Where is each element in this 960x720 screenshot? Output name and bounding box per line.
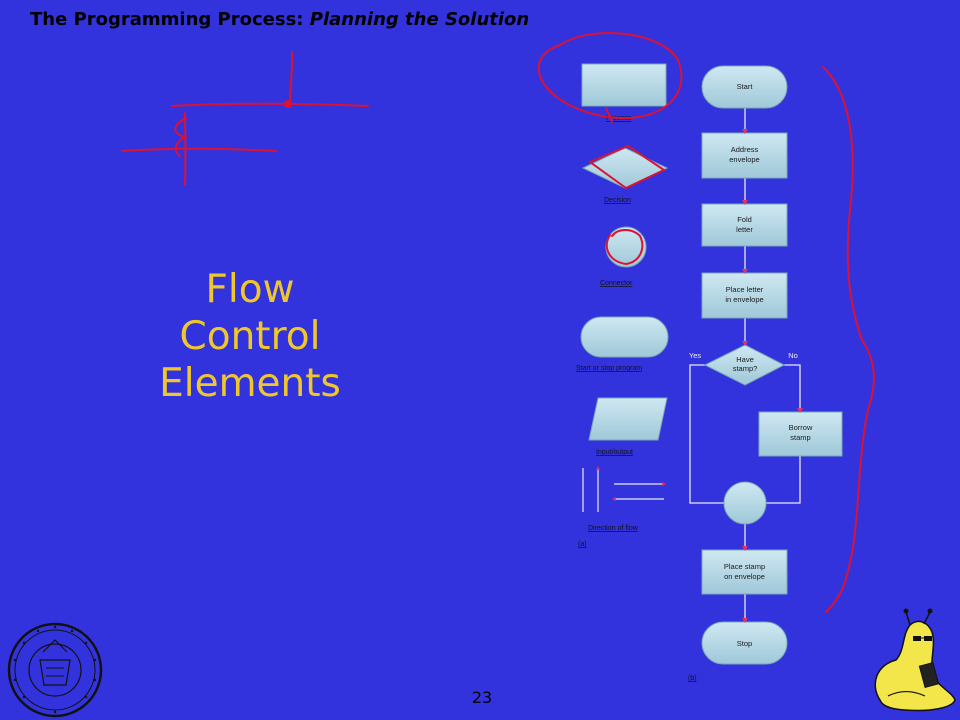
fc-place-letter: Place letter in envelope [701, 272, 788, 319]
heading-line-2: Control [179, 314, 321, 359]
fc-borrow-line-2: stamp [790, 433, 810, 442]
legend-direction-of-flow: Direction of flow (a) [578, 468, 664, 548]
fc-borrow-line-1: Borrow [789, 423, 813, 432]
legend-process: Process [581, 63, 667, 122]
slug-mascot-logo [874, 608, 956, 712]
legend-input-output-label: Input/output [596, 449, 633, 456]
flow-connector-lines [689, 108, 801, 622]
page-number: 23 [471, 688, 493, 707]
fc-have-line-1: Have [736, 355, 754, 364]
fc-fold-line-1: Fold [737, 215, 752, 224]
fc-connector [723, 481, 767, 525]
fc-start-label: Start [737, 82, 754, 91]
fc-place-line-2: in envelope [725, 295, 763, 304]
fc-stamp-line-2: on envelope [724, 572, 765, 581]
handwritten-arrowheads [596, 129, 803, 623]
fc-yes-label: Yes [689, 351, 701, 360]
fc-have-line-2: stamp? [733, 364, 758, 373]
legend-start-stop-label: Start or stop program [576, 365, 642, 372]
fc-address-line-1: Address [731, 145, 759, 154]
fc-borrow-stamp: Borrow stamp [758, 411, 843, 457]
fc-part-b-label: (b) [688, 675, 697, 682]
fc-fold-line-2: letter [736, 225, 753, 234]
fc-place-stamp: Place stamp on envelope [701, 549, 788, 595]
fc-stop-label: Stop [737, 639, 752, 648]
fc-start: Start [701, 65, 788, 109]
legend-start-stop: Start or stop program [576, 316, 669, 372]
fc-no-label: No [788, 351, 798, 360]
fc-address-envelope: Address envelope [701, 132, 788, 179]
legend-part-a-label: (a) [578, 541, 587, 548]
legend-decision: Decision [581, 147, 669, 204]
heading-line-3: Elements [159, 361, 341, 406]
university-seal-logo [7, 622, 103, 718]
slide-title-sub: Planning the Solution [309, 9, 530, 30]
legend-direction-label: Direction of flow [588, 525, 639, 532]
slide-title: The Programming Process: Planning the So… [30, 9, 529, 30]
fc-have-stamp: Have stamp? Yes No [689, 344, 798, 386]
fc-stop: Stop [701, 621, 788, 665]
fc-stamp-line-1: Place stamp [724, 562, 765, 571]
heading-line-1: Flow [205, 267, 295, 312]
legend-connector-label: Connector [600, 280, 633, 287]
slide-title-main: The Programming Process: [30, 9, 304, 30]
fc-fold-letter: Fold letter [701, 203, 788, 247]
fc-address-line-2: envelope [729, 155, 759, 164]
handwritten-annotations [121, 32, 875, 613]
fc-place-line-1: Place letter [726, 285, 764, 294]
main-heading: Flow Control Elements [130, 266, 370, 407]
legend-input-output: Input/output [588, 397, 668, 456]
legend-decision-label: Decision [604, 197, 631, 204]
